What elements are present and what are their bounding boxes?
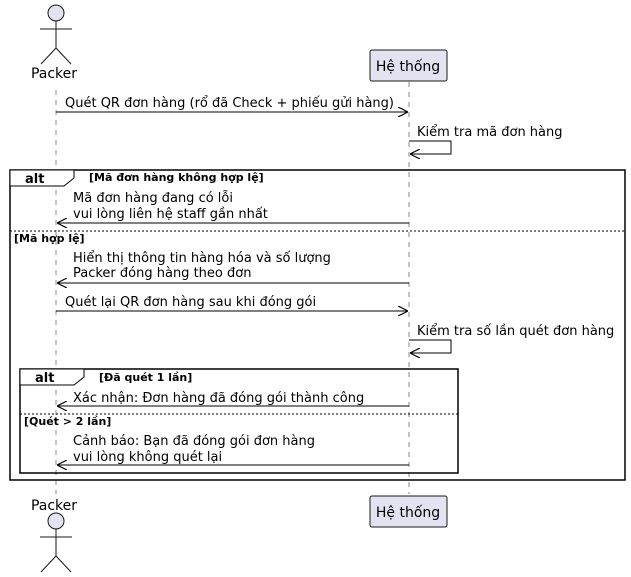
message-3-label-line1: Mã đơn hàng đang có lỗi — [73, 191, 233, 206]
inner-alt-keyword: alt — [35, 371, 54, 386]
message-4-label-line1: Hiển thị thông tin hàng hóa và số lượng — [73, 251, 331, 266]
inner-alt-frame — [19, 368, 459, 474]
inner-alt-tab — [19, 368, 85, 386]
message-2-arrow — [409, 140, 452, 154]
inner-alt-guard-2: [Quét > 2 lần] — [24, 415, 111, 428]
system-label-top: Hệ thống — [376, 58, 440, 75]
outer-alt-keyword: alt — [25, 172, 44, 187]
packer-actor-top — [40, 4, 72, 65]
message-4-label-line2: Packer đóng hàng theo đơn — [73, 266, 251, 281]
outer-alt-tab — [9, 169, 75, 187]
packer-label-bottom: Packer — [31, 498, 77, 514]
message-7-label: Xác nhận: Đơn hàng đã đóng gói thành côn… — [73, 391, 364, 406]
message-6-label: Kiểm tra số lần quét đơn hàng — [417, 324, 614, 339]
outer-alt-frame — [9, 169, 626, 481]
message-8-label-line1: Cảnh báo: Bạn đã đóng gói đơn hàng — [73, 434, 315, 449]
message-2-label: Kiểm tra mã đơn hàng — [417, 125, 563, 140]
packer-actor-bottom — [40, 512, 72, 573]
message-1-label: Quét QR đơn hàng (rổ đã Check + phiếu gử… — [65, 96, 394, 111]
message-6-arrow — [409, 339, 452, 353]
system-box-top — [369, 49, 448, 82]
outer-alt-guard-1: [Mã đơn hàng không hợp lệ] — [89, 171, 264, 184]
message-8-label-line2: vui lòng không quét lại — [73, 450, 222, 465]
message-5-label: Quét lại QR đơn hàng sau khi đóng gói — [65, 295, 316, 310]
outer-alt-guard-2: [Mã hợp lệ] — [14, 232, 85, 245]
system-box-bottom — [369, 495, 448, 528]
packer-label-top: Packer — [31, 66, 77, 82]
inner-alt-guard-1: [Đã quét 1 lần] — [99, 371, 192, 384]
message-3-label-line2: vui lòng liên hệ staff gần nhất — [73, 207, 268, 222]
system-label-bottom: Hệ thống — [376, 504, 440, 521]
